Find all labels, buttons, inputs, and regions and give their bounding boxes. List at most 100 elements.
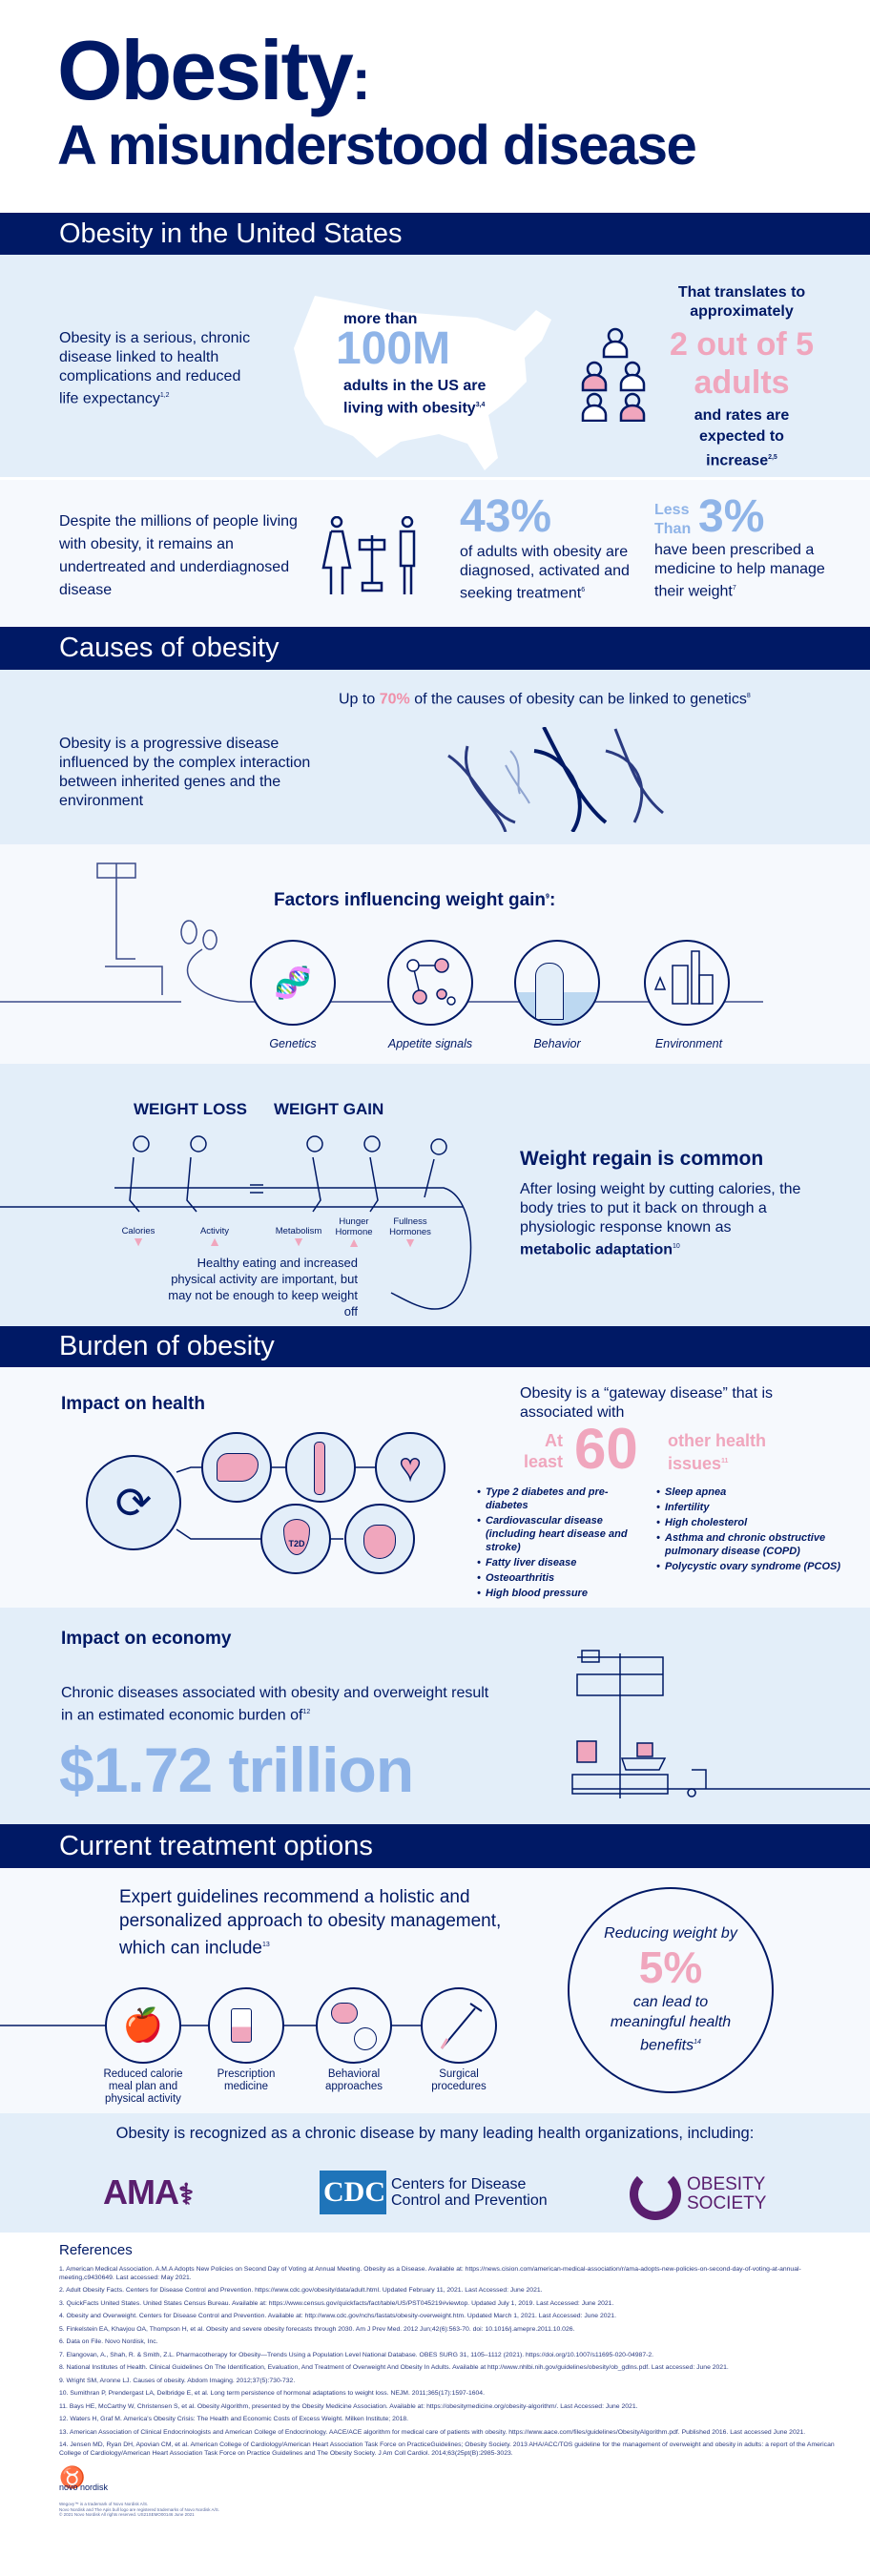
conditions-list-right: Sleep apnea Infertility High cholesterol…	[656, 1485, 847, 1575]
weight-regain-panel: WEIGHT LOSS WEIGHT GAIN Calories▼ Activi…	[0, 1064, 870, 1326]
organizations-text: Obesity is recognized as a chronic disea…	[115, 2125, 755, 2142]
factor-label-genetics: Genetics	[269, 1037, 317, 1050]
rope-labels: Calories▼ Activity▲ Metabolism▼ Hunger H…	[0, 1216, 477, 1264]
condition-item: Polycystic ovary syndrome (PCOS)	[656, 1560, 847, 1573]
treatment-panel: Expert guidelines recommend a holistic a…	[0, 1868, 870, 2113]
adults-count-caption: adults in the US are living with obesity…	[343, 378, 487, 417]
reference-item: 5. Finkelstein EA, Khavjou OA, Thompson …	[59, 2325, 575, 2333]
factor-label-appetite: Appetite signals	[387, 1037, 473, 1050]
genetics-stat: Up to 70% of the causes of obesity can b…	[339, 691, 751, 708]
factors-title: Factors influencing weight gain9:	[274, 890, 556, 910]
reference-item: 12. Waters H, Graf M. America's Obesity …	[59, 2416, 409, 2422]
title-line2: A misunderstood disease	[57, 114, 697, 177]
healthy-eating-text: Healthy eating and increased physical ac…	[168, 1256, 358, 1319]
weight-loss-label: WEIGHT LOSS	[134, 1100, 247, 1118]
progressive-text: Obesity is a progressive disease influen…	[59, 736, 311, 809]
meal-activity-icon: 🍎	[105, 1987, 181, 2064]
impact-health-title: Impact on health	[61, 1394, 205, 1414]
rope-label-hunger-hormone: Hunger Hormone▲	[335, 1216, 373, 1250]
reference-item: 1. American Medical Association. A.M.A A…	[59, 2266, 801, 2281]
cdc-mark: CDC	[320, 2171, 386, 2214]
condition-item: Sleep apnea	[656, 1485, 847, 1499]
option-label-meal: Reduced calorie meal plan and physical a…	[103, 2068, 183, 2105]
reference-item: 3. QuickFacts United States. United Stat…	[59, 2299, 614, 2307]
reference-item: 4. Obesity and Overweight. Centers for D…	[59, 2313, 616, 2319]
behavioral-brain-icon	[316, 1987, 392, 2064]
benefits-text: can lead to meaningful health benefits14	[610, 1994, 732, 2054]
economy-value: $1.72 trillion	[59, 1735, 414, 1805]
pct43-caption: of adults with obesity are diagnosed, ac…	[460, 544, 630, 602]
adults-count: 100M	[336, 323, 451, 374]
reference-item: 11. Bays HE, McCarthy W, Christensen S, …	[59, 2402, 638, 2410]
at-least-label: At least	[523, 1431, 563, 1471]
ratio-block: That translates to approximately 2 out o…	[658, 283, 825, 471]
reference-item: 8. National Institutes of Health. Clinic…	[59, 2364, 729, 2371]
title-colon: :	[351, 48, 371, 112]
behavior-factor-icon	[514, 940, 600, 1026]
option-label-behavioral: Behavioral approaches	[324, 2068, 383, 2092]
section-heading-us: Obesity in the United States	[0, 213, 870, 255]
rates-text: and rates are expected to increase2,5	[694, 407, 790, 469]
surgical-icon	[421, 1987, 497, 2064]
patient-scale-icon	[321, 516, 416, 594]
sixty-value: 60	[574, 1417, 638, 1481]
reference-item: 10. Sumithran P, Prendergast LA, Delbrid…	[59, 2390, 485, 2397]
title-line1: Obesity	[57, 23, 354, 117]
factors-panel: Factors influencing weight gain9: 🧬 Gene…	[0, 844, 870, 1064]
impact-economy-title: Impact on economy	[61, 1629, 232, 1649]
impact-health-panel: Impact on health ⟳ ♥ T2D Obesity is a “g…	[0, 1367, 870, 1608]
genetics-panel: Up to 70% of the causes of obesity can b…	[0, 670, 870, 844]
factors-line-art	[0, 862, 763, 1003]
weight-cycle-icon: ⟳	[86, 1455, 181, 1550]
page-title: Obesity: A misunderstood disease	[57, 29, 697, 177]
factor-label-environment: Environment	[654, 1037, 723, 1050]
option-label-prescription: Prescription medicine	[217, 2068, 276, 2092]
fine-print: Wegovy™ is a trademark of Novo Nordisk A…	[59, 2502, 219, 2517]
reference-item: 2. Adult Obesity Facts. Centers for Dise…	[59, 2287, 543, 2294]
references-heading: References	[59, 2242, 133, 2258]
condition-item: High blood pressure	[477, 1587, 651, 1600]
ama-logo: AMA⚕	[103, 2172, 194, 2212]
us-stats-panel: Obesity is a serious, chronic disease li…	[0, 255, 870, 477]
section-heading-treatment: Current treatment options	[0, 1824, 870, 1868]
people-ratio-icon	[581, 327, 646, 422]
us-map-icon	[294, 296, 551, 470]
condition-item: High cholesterol	[656, 1516, 847, 1529]
rope-label-metabolism: Metabolism▼	[275, 1226, 322, 1249]
organizations-panel: Obesity is recognized as a chronic disea…	[0, 2113, 870, 2233]
condition-item: Osteoarthritis	[477, 1571, 651, 1585]
translates-text: That translates to approximately	[677, 284, 806, 320]
weight-regain-title: Weight regain is common	[520, 1148, 764, 1170]
economy-text: Chronic diseases associated with obesity…	[61, 1685, 489, 1724]
references-section: References 1. American Medical Associati…	[59, 2242, 851, 2518]
pct3-caption: have been prescribed a medicine to help …	[654, 542, 825, 600]
heart-organ-icon	[344, 1504, 415, 1574]
condition-item: Cardiovascular disease (including heart …	[477, 1514, 651, 1554]
treatment-intro: Expert guidelines recommend a holistic a…	[119, 1887, 502, 1959]
cdc-name: Centers for Disease Control and Preventi…	[391, 2176, 548, 2209]
weight-reduction-callout: Reducing weight by 5% can lead to meanin…	[568, 1887, 774, 2093]
weight-gain-label: WEIGHT GAIN	[274, 1100, 384, 1118]
prescription-icon	[208, 1987, 284, 2064]
pct3-value: 3%	[698, 491, 765, 542]
less-than-label: Less Than	[654, 502, 692, 537]
section-heading-burden: Burden of obesity	[0, 1326, 870, 1367]
novo-nordisk-logo: ♉novo nordisk	[59, 2465, 109, 2493]
reference-item: 9. Wright SM, Aronne LJ. Causes of obesi…	[59, 2377, 296, 2384]
rope-label-calories: Calories▼	[121, 1226, 155, 1249]
rope-label-activity: Activity▲	[199, 1226, 230, 1249]
t2d-label: T2D	[283, 1519, 310, 1555]
reference-item: 7. Elangovan, A., Shah, R. & Smith, Z.L.…	[59, 2351, 654, 2358]
condition-item: Asthma and chronic obstructive pulmonary…	[656, 1531, 847, 1558]
diabetes-drop-icon: T2D	[260, 1504, 331, 1574]
genetics-pct: 70%	[379, 691, 410, 708]
reference-item: 14. Jensen MD, Ryan DH, Apovian CM, et a…	[59, 2441, 835, 2457]
dna-icon	[447, 727, 664, 832]
conditions-list-left: Type 2 diabetes and pre-diabetes Cardiov…	[477, 1485, 651, 1602]
pct5-value: 5%	[638, 1942, 703, 1992]
undertreated-panel: Despite the millions of people living wi…	[0, 480, 870, 627]
cdc-logo: CDC Centers for Disease Control and Prev…	[320, 2171, 558, 2214]
liver-icon	[201, 1432, 272, 1503]
us-intro-text: Obesity is a serious, chronic disease li…	[59, 330, 251, 407]
